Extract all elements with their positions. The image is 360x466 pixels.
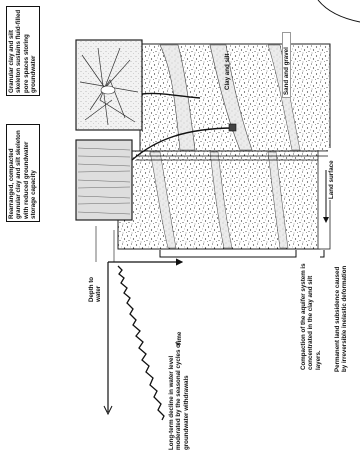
lower-clay-layer	[209, 151, 233, 249]
subsidence-step	[317, 150, 331, 250]
label-compaction: Compaction of the aquifer system is conc…	[300, 263, 322, 370]
compacted-fibers	[77, 147, 131, 215]
lower-clay-layer	[267, 151, 289, 249]
label-compacted-skeleton: Rearranged, compacted granular clay and …	[6, 124, 40, 222]
highlight-square	[228, 123, 237, 132]
hydrograph-axis-depth-head	[103, 405, 113, 416]
label-long-term-decline: Long-term decline in water level moderat…	[168, 342, 190, 450]
lower-clay-layer	[149, 151, 177, 249]
upper-clay-lens	[159, 44, 196, 151]
label-clay-silt: Clay and silt	[224, 53, 231, 90]
permanent-bracket	[320, 250, 325, 258]
zoom-connector	[131, 127, 236, 161]
zoom-connector	[141, 92, 201, 99]
zoom-panel-granular	[75, 39, 143, 131]
compaction-bracket	[159, 250, 297, 258]
zoom-panel-compacted	[75, 139, 133, 221]
label-permanent-subsidence: Permanent land subsidence caused by irre…	[334, 265, 349, 372]
label-granular-skeleton: Granular clay and silt skeleton sustains…	[6, 6, 40, 96]
water-level-line	[117, 265, 165, 421]
land-surface-arc	[317, 0, 360, 23]
label-depth-to-water: Depth to water	[88, 276, 103, 302]
upper-clay-lens	[209, 44, 253, 151]
label-land-surface: Land surface	[328, 148, 336, 200]
label-sand-gravel: Sand and gravel	[282, 32, 292, 98]
